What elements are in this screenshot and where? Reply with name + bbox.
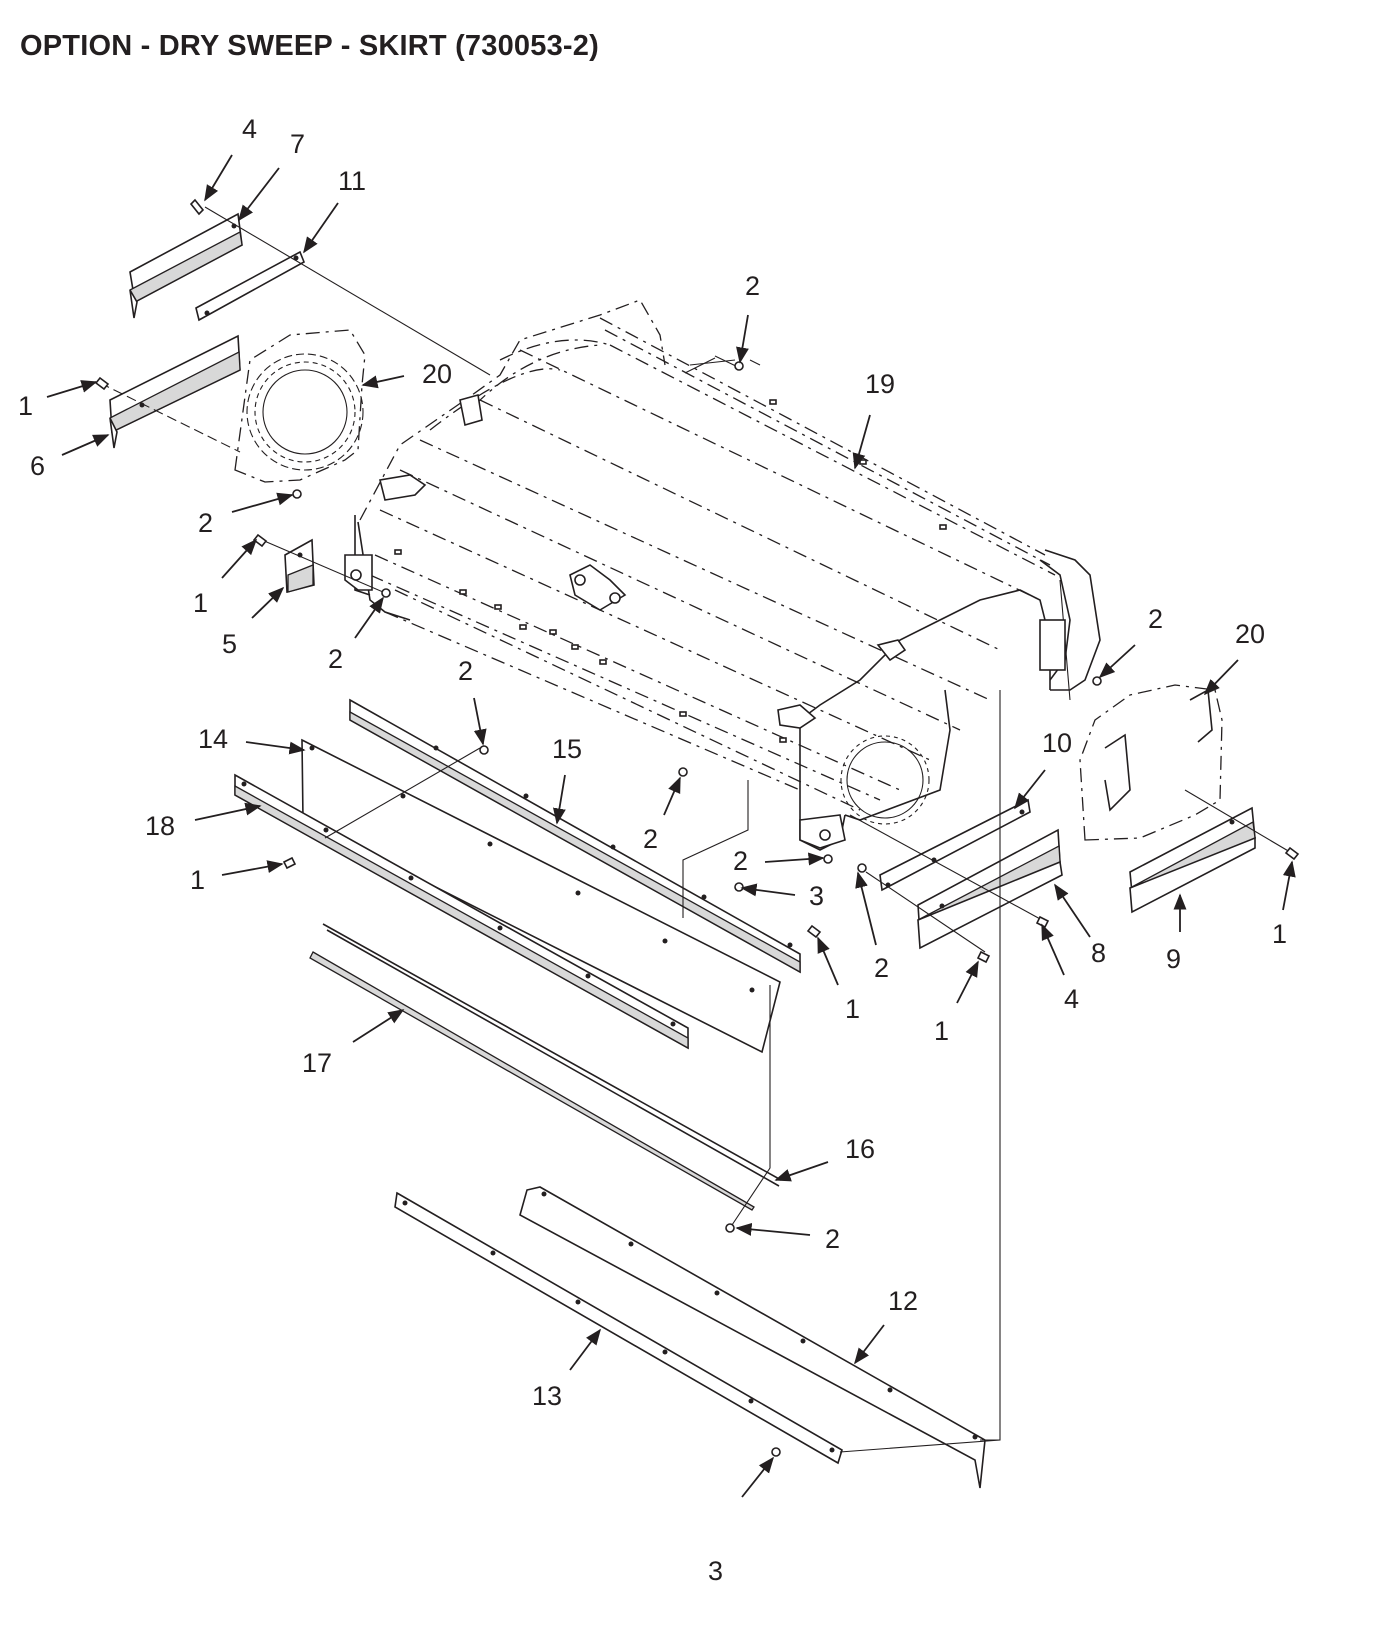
callout-3: 3 bbox=[809, 881, 824, 911]
callout-3: 3 bbox=[708, 1556, 723, 1586]
callout-7: 7 bbox=[290, 129, 305, 159]
callout-20: 20 bbox=[1235, 619, 1265, 649]
callout-20: 20 bbox=[422, 359, 452, 389]
angle-bar bbox=[349, 698, 801, 974]
housing-slots bbox=[394, 399, 947, 743]
blade-strips bbox=[309, 923, 782, 1211]
callout-14: 14 bbox=[198, 724, 228, 754]
callout-1: 1 bbox=[193, 588, 208, 618]
callout-2: 2 bbox=[328, 644, 343, 674]
leader-arrows bbox=[46, 154, 1296, 1498]
small-bracket bbox=[284, 538, 315, 594]
callout-4: 4 bbox=[242, 114, 257, 144]
callout-16: 16 bbox=[845, 1134, 875, 1164]
callout-10: 10 bbox=[1042, 728, 1072, 758]
callout-13: 13 bbox=[532, 1381, 562, 1411]
callout-8: 8 bbox=[1091, 938, 1106, 968]
page-title: OPTION - DRY SWEEP - SKIRT (730053-2) bbox=[20, 30, 599, 62]
right-end-skirt bbox=[1129, 806, 1256, 914]
callout-11: 11 bbox=[338, 166, 366, 196]
front-skirt-panel bbox=[301, 738, 781, 1054]
callout-2: 2 bbox=[825, 1224, 840, 1254]
callout-2: 2 bbox=[458, 656, 473, 686]
callout-2: 2 bbox=[733, 846, 748, 876]
callout-labels: 4 7 11 2 20 19 1 6 2 1 5 2 2 20 2 14 15 … bbox=[18, 114, 1287, 1586]
rear-skirt-panel bbox=[519, 1186, 986, 1489]
fasteners bbox=[94, 198, 1300, 1457]
callout-1: 1 bbox=[845, 994, 860, 1024]
lower-angle-bar bbox=[234, 773, 689, 1050]
callout-17: 17 bbox=[302, 1048, 332, 1078]
callout-19: 19 bbox=[865, 369, 895, 399]
left-shroud bbox=[234, 329, 366, 483]
main-housing bbox=[344, 299, 1101, 851]
callout-1: 1 bbox=[934, 1016, 949, 1046]
callout-2: 2 bbox=[198, 508, 213, 538]
right-shroud bbox=[1079, 684, 1223, 841]
callout-2: 2 bbox=[643, 824, 658, 854]
callout-2: 2 bbox=[1148, 604, 1163, 634]
callout-9: 9 bbox=[1166, 944, 1181, 974]
callout-1: 1 bbox=[18, 391, 33, 421]
mid-left-skirt bbox=[109, 334, 241, 449]
callout-5: 5 bbox=[222, 629, 237, 659]
callout-1: 1 bbox=[1272, 919, 1287, 949]
callout-2: 2 bbox=[874, 953, 889, 983]
callout-2: 2 bbox=[745, 271, 760, 301]
callout-4: 4 bbox=[1064, 984, 1079, 1014]
assembly-lines bbox=[99, 206, 1291, 1453]
callout-6: 6 bbox=[30, 451, 45, 481]
callout-12: 12 bbox=[888, 1286, 918, 1316]
top-left-skirt-assembly bbox=[129, 212, 306, 322]
callout-18: 18 bbox=[145, 811, 175, 841]
rear-strip bbox=[394, 1191, 843, 1465]
callout-15: 15 bbox=[552, 734, 582, 764]
callout-1: 1 bbox=[190, 865, 205, 895]
